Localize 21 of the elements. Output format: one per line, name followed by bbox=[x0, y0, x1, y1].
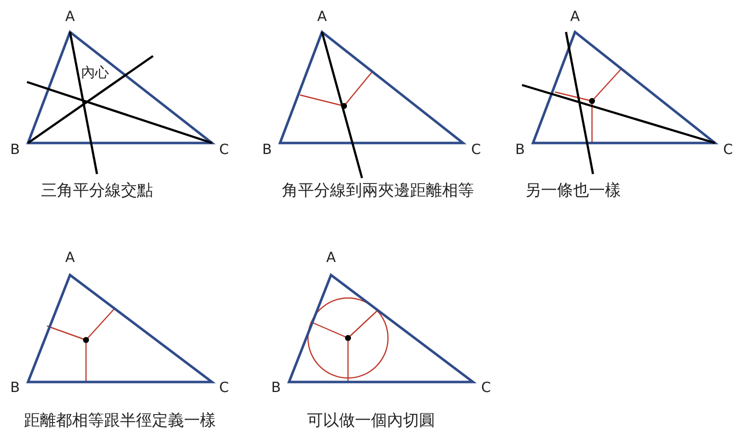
vertex-label: C bbox=[219, 380, 229, 396]
vertex-label: A bbox=[65, 9, 75, 25]
vertex-label: A bbox=[65, 250, 75, 266]
caption: 距離都相等跟半徑定義一樣 bbox=[24, 410, 216, 432]
vertex-label: A bbox=[570, 9, 580, 25]
vertex-label: C bbox=[219, 142, 229, 158]
vertex-label: B bbox=[262, 142, 272, 158]
vertex-label: C bbox=[723, 142, 733, 158]
caption: 另一條也一樣 bbox=[525, 180, 621, 202]
caption: 三角平分線交點 bbox=[41, 180, 153, 202]
point-label: 內心 bbox=[81, 64, 109, 82]
vertex-label: B bbox=[271, 380, 281, 396]
vertex-label: C bbox=[471, 142, 481, 158]
caption: 可以做一個內切圓 bbox=[307, 410, 435, 432]
vertex-label: B bbox=[10, 380, 20, 396]
vertex-label: B bbox=[10, 142, 20, 158]
vertex-label: A bbox=[326, 250, 336, 266]
vertex-label: C bbox=[481, 380, 491, 396]
vertex-label: B bbox=[515, 142, 525, 158]
caption: 角平分線到兩夾邊距離相等 bbox=[282, 180, 474, 202]
vertex-label: A bbox=[317, 9, 327, 25]
